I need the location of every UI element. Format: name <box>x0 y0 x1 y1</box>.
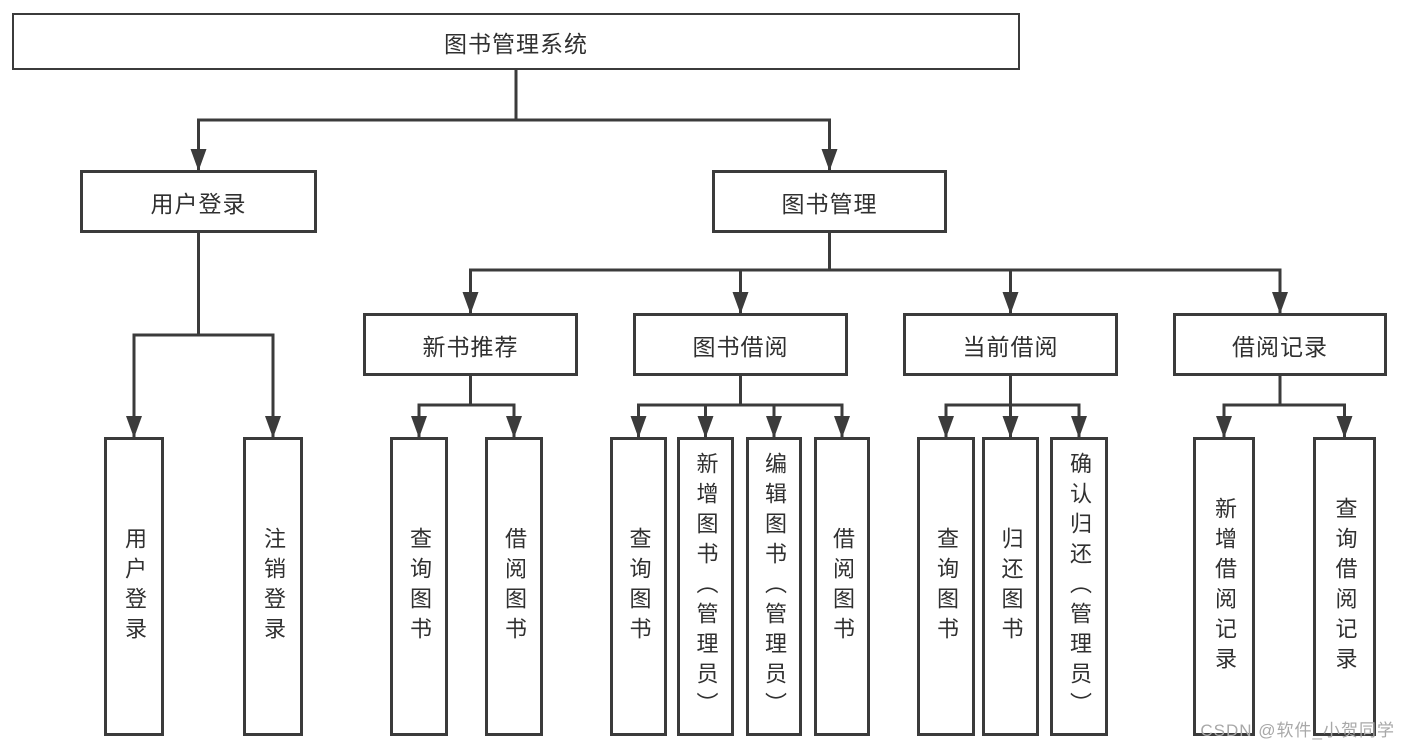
leaf-cb-return-books-label: 归还图书 <box>998 526 1024 647</box>
leaf-nbr-borrow-books: 借阅图书 <box>485 437 543 736</box>
leaf-logout-label: 注销登录 <box>261 526 286 647</box>
leaf-cb-confirm-return-admin: 确认归还（管理员） <box>1050 437 1108 736</box>
leaf-cb-query-books: 查询图书 <box>917 437 975 736</box>
leaf-bb-edit-books-admin-label: 编辑图书（管理员） <box>762 451 787 722</box>
leaf-br-query-record: 查询借阅记录 <box>1313 437 1376 736</box>
node-new-book-recommendation-label: 新书推荐 <box>422 333 519 360</box>
node-user-login-label: 用户登录 <box>150 190 247 217</box>
node-user-login: 用户登录 <box>80 170 317 233</box>
node-book-borrowing: 图书借阅 <box>633 313 848 376</box>
node-borrowing-records: 借阅记录 <box>1173 313 1387 376</box>
leaf-cb-query-books-label: 查询图书 <box>934 526 959 647</box>
leaf-cb-return-books: 归还图书 <box>982 437 1039 736</box>
leaf-user-login: 用户登录 <box>104 437 164 736</box>
leaf-bb-borrow-books: 借阅图书 <box>814 437 870 736</box>
leaf-bb-query-books: 查询图书 <box>610 437 667 736</box>
leaf-bb-add-books-admin: 新增图书（管理员） <box>677 437 734 736</box>
leaf-br-add-record: 新增借阅记录 <box>1193 437 1255 736</box>
node-new-book-recommendation: 新书推荐 <box>363 313 578 376</box>
node-book-management: 图书管理 <box>712 170 947 233</box>
leaf-nbr-query-books-label: 查询图书 <box>407 526 432 647</box>
watermark-text: CSDN @软件_小贺同学 <box>1200 721 1395 740</box>
leaf-bb-edit-books-admin: 编辑图书（管理员） <box>746 437 802 736</box>
leaf-nbr-query-books: 查询图书 <box>390 437 448 736</box>
leaf-bb-query-books-label: 查询图书 <box>626 526 652 647</box>
leaf-nbr-borrow-books-label: 借阅图书 <box>502 526 527 647</box>
leaf-bb-borrow-books-label: 借阅图书 <box>830 526 855 647</box>
leaf-br-query-record-label: 查询借阅记录 <box>1332 496 1358 677</box>
node-root-label: 图书管理系统 <box>444 30 588 57</box>
leaf-logout: 注销登录 <box>243 437 303 736</box>
leaf-bb-add-books-admin-label: 新增图书（管理员） <box>693 451 719 722</box>
node-book-management-label: 图书管理 <box>781 190 878 217</box>
leaf-br-add-record-label: 新增借阅记录 <box>1212 496 1237 677</box>
leaf-user-login-label: 用户登录 <box>122 526 147 647</box>
node-current-borrowing-label: 当前借阅 <box>962 333 1059 360</box>
node-current-borrowing: 当前借阅 <box>903 313 1118 376</box>
leaf-cb-confirm-return-admin-label: 确认归还（管理员） <box>1067 451 1092 722</box>
node-root: 图书管理系统 <box>12 13 1020 70</box>
node-book-borrowing-label: 图书借阅 <box>692 333 789 360</box>
node-borrowing-records-label: 借阅记录 <box>1232 333 1328 360</box>
